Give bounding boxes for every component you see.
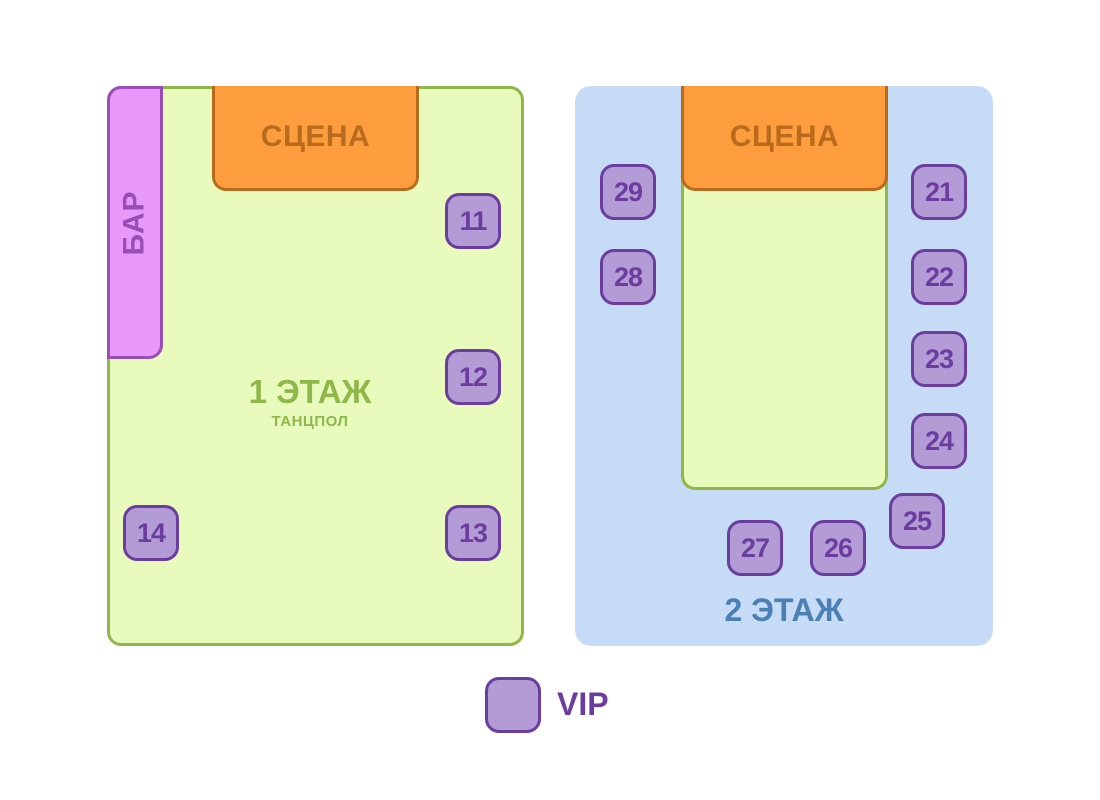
vip-table-23[interactable]: 23 <box>911 331 967 387</box>
vip-table-25[interactable]: 25 <box>889 493 945 549</box>
vip-table-11[interactable]: 11 <box>445 193 501 249</box>
stage-floor-2: СЦЕНА <box>681 86 888 191</box>
vip-table-26[interactable]: 26 <box>810 520 866 576</box>
floor-2-dancefloor <box>681 170 888 490</box>
floor-1-sublabel: ТАНЦПОЛ <box>271 413 349 430</box>
bar-label: БАР <box>118 189 152 256</box>
bar-area: БАР <box>107 86 163 359</box>
vip-table-28[interactable]: 28 <box>600 249 656 305</box>
vip-table-12[interactable]: 12 <box>445 349 501 405</box>
legend-vip-label: VIP <box>557 686 609 722</box>
vip-table-22[interactable]: 22 <box>911 249 967 305</box>
stage-label: СЦЕНА <box>260 120 371 153</box>
vip-table-27[interactable]: 27 <box>727 520 783 576</box>
vip-table-24[interactable]: 24 <box>911 413 967 469</box>
floor-1-label: 1 ЭТАЖ <box>248 373 372 410</box>
legend-vip-swatch <box>485 677 541 733</box>
vip-table-29[interactable]: 29 <box>600 164 656 220</box>
floor-2-label: 2 ЭТАЖ <box>724 592 844 628</box>
stage-floor-1: СЦЕНА <box>212 86 419 191</box>
vip-table-13[interactable]: 13 <box>445 505 501 561</box>
stage-label: СЦЕНА <box>729 120 840 153</box>
vip-table-14[interactable]: 14 <box>123 505 179 561</box>
vip-table-21[interactable]: 21 <box>911 164 967 220</box>
